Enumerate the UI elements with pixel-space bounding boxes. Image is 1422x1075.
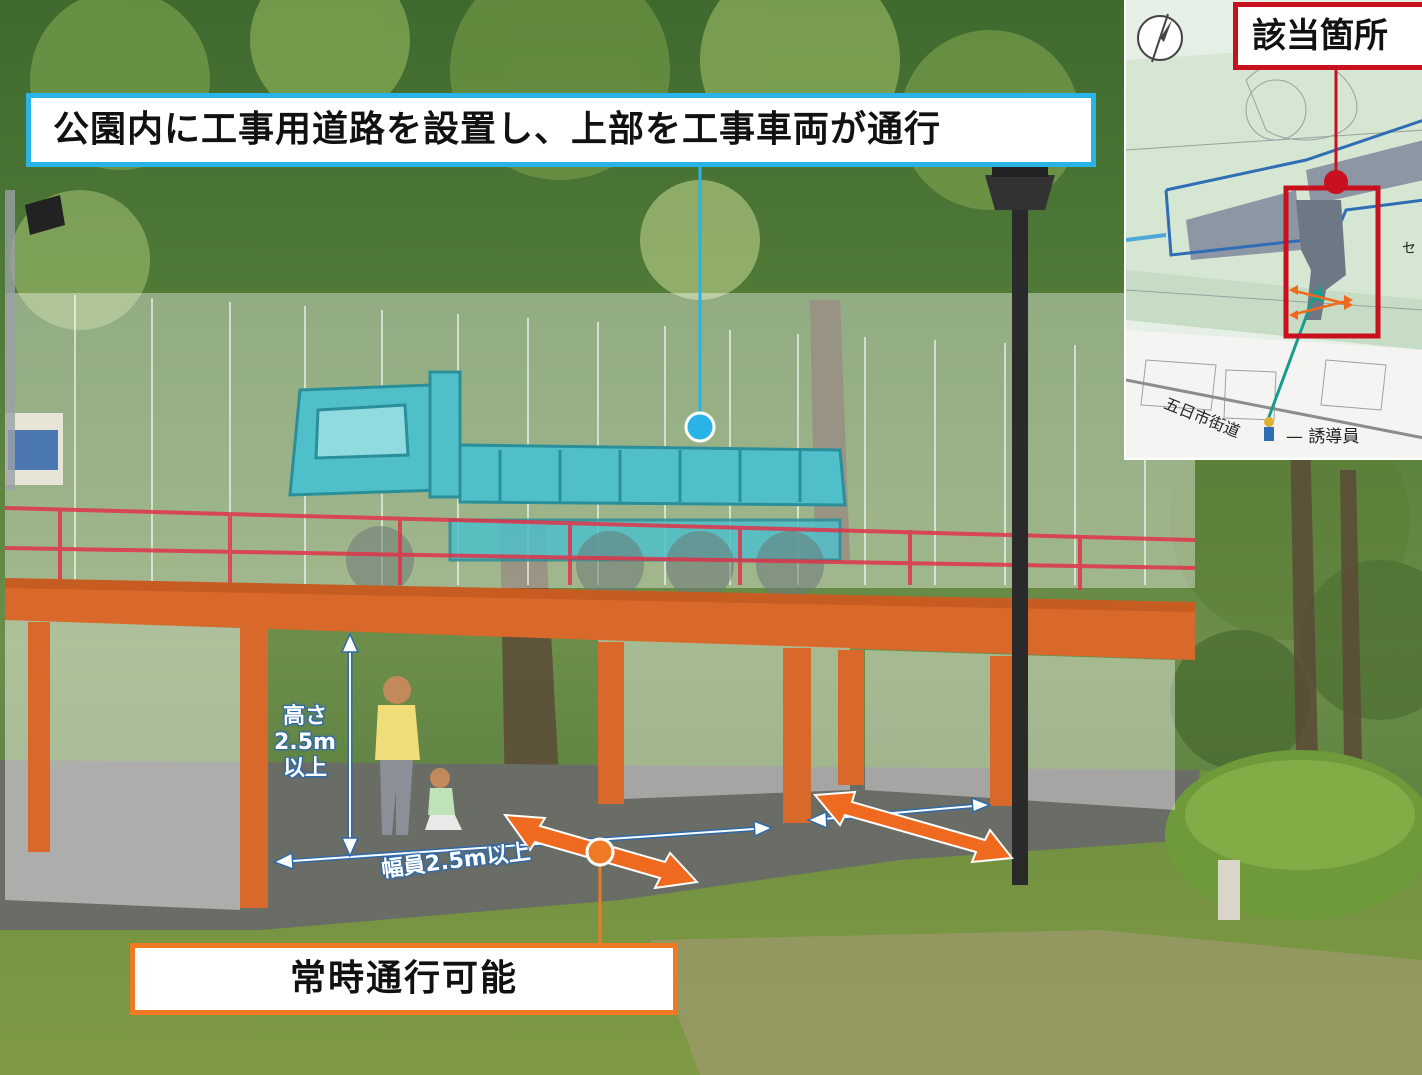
street-lamp [985,165,1055,885]
map-highlight-dot [1324,170,1348,194]
height-label-line: 以上 [282,756,327,781]
inset-map-drawing [1126,0,1422,458]
bottom-callout-dot [585,837,615,867]
pedestrians [375,676,462,835]
height-dimension-label: 高さ 2.5m 以上 [270,704,340,782]
location-inset-map: 該当箇所 五日市街道 — 誘導員 セ [1124,0,1422,460]
map-title-text: 該当箇所 [1252,16,1388,56]
north-arrow-compass-icon [1137,13,1183,63]
map-title-box: 該当箇所 [1233,2,1422,70]
support-columns [28,622,1012,908]
lower-panel-left [5,620,240,910]
height-label-line: 高さ [282,704,327,729]
map-construction-road [1296,200,1346,320]
top-callout-text: 公園内に工事用道路を設置し、上部を工事車両が通行 [53,109,942,150]
map-guide-label: — 誘導員 [1286,427,1360,447]
map-guide-text: 誘導員 [1308,427,1360,447]
top-callout-dot [684,411,716,443]
dirt-patch [650,930,1422,1075]
lower-panel-middle [598,640,850,800]
traffic-guide-person-icon [1264,417,1274,441]
bottom-callout-box: 常時通行可能 [130,943,678,1015]
guard-railing [4,506,1196,590]
top-callout-box: 公園内に工事用道路を設置し、上部を工事車両が通行 [26,93,1096,167]
bottom-callout-text: 常時通行可能 [289,958,518,999]
height-label-line: 2.5m [274,730,336,755]
map-edge-label: セ [1402,241,1416,257]
